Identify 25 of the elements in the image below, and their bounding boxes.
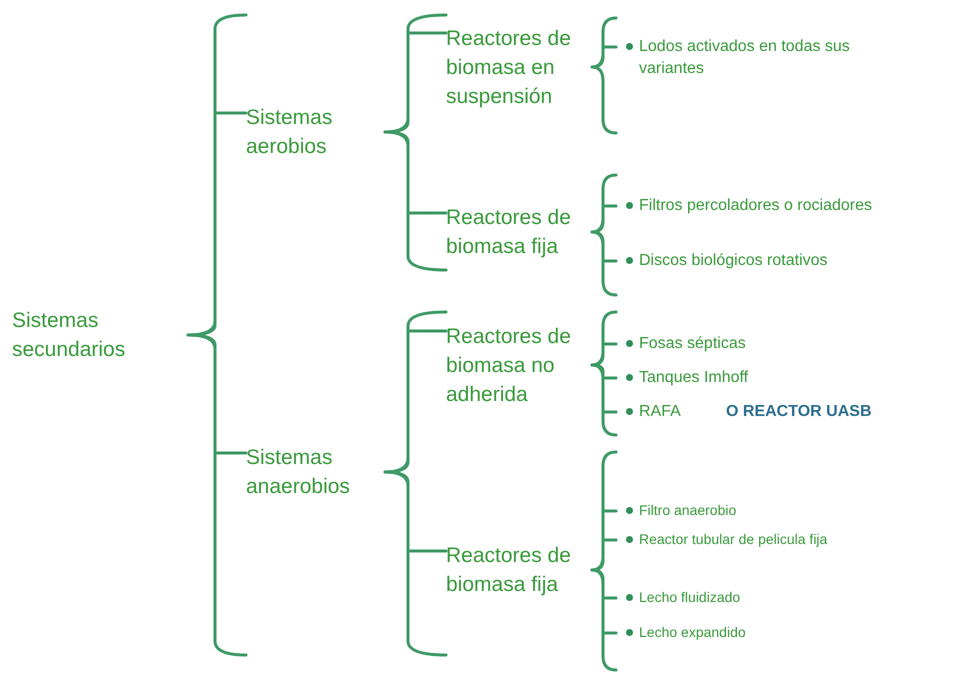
category-label: Sistemas anaerobios	[246, 442, 385, 502]
bullet-list-item: Lodos activados en todas sus variantes	[616, 36, 866, 81]
category-label: Sistemas aerobios	[246, 102, 385, 162]
bullet-list-item: Filtros percoladores o rociadores	[616, 195, 916, 218]
bullet-list-item: Tanques Imhoff	[616, 367, 816, 390]
connector-line	[384, 130, 448, 214]
bullet-list-item: RAFA	[616, 401, 706, 424]
bullet-list-item: Fosas sépticas	[616, 333, 816, 356]
category-label: Reactores de biomasa fija	[446, 202, 592, 262]
connector-line	[590, 568, 618, 634]
bullet-list-item: Discos biológicos rotativos	[616, 250, 896, 272]
bullet-list-item: Reactor tubular de pelicula fija	[616, 530, 876, 550]
bullet-list-item: Filtro anaerobio	[616, 501, 876, 521]
connector-line	[384, 470, 448, 552]
category-label: Reactores de biomasa no adherida	[446, 320, 592, 410]
category-label: Reactores de biomasa fija	[446, 540, 592, 600]
annotation-text: O REACTOR UASB	[726, 402, 872, 422]
connector-line	[590, 364, 618, 414]
bullet-list-item: Lecho fluidizado	[616, 588, 876, 608]
category-label: Reactores de biomasa en suspensión	[446, 22, 592, 112]
connector-line	[590, 230, 618, 262]
category-label: Sistemas secundarios	[12, 305, 188, 365]
connector-line	[186, 334, 248, 454]
connector-line	[590, 46, 618, 68]
bullet-list-item: Lecho expandido	[616, 623, 876, 643]
